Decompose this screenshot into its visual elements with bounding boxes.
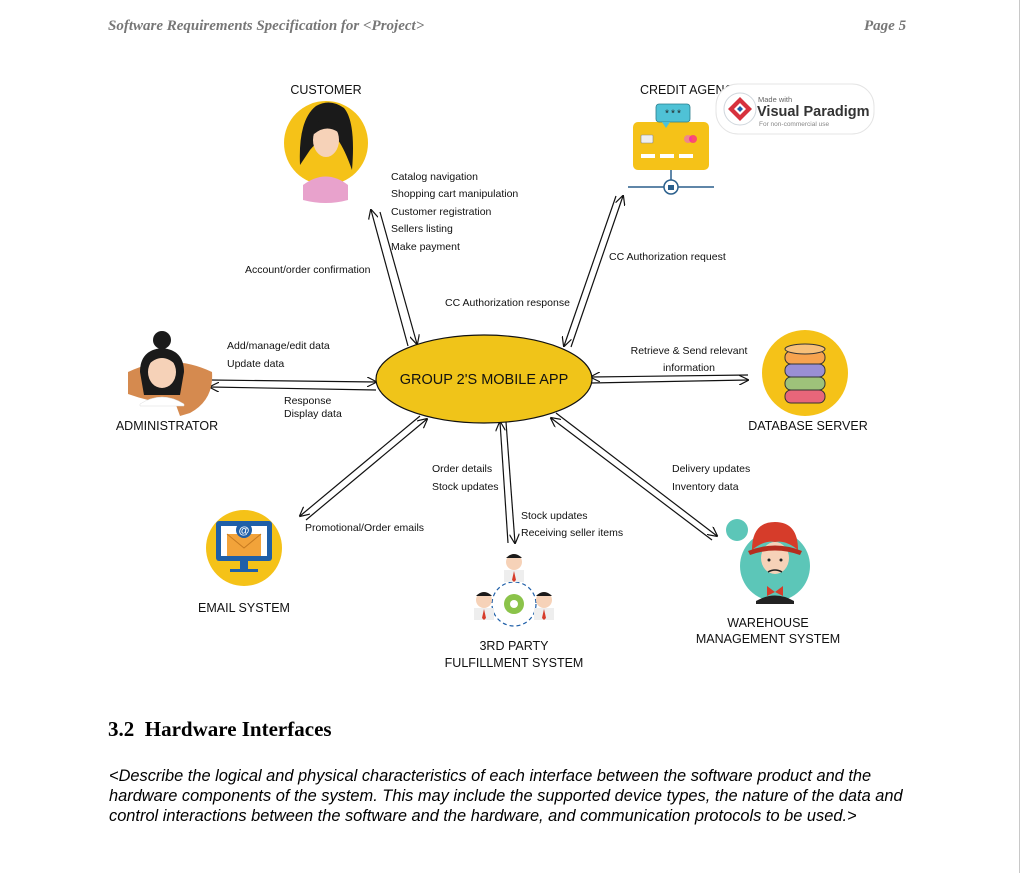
- arrow-app-to-admin: [210, 387, 377, 390]
- flow-make-payment: Make payment: [391, 241, 460, 253]
- customer-icon: [284, 101, 368, 203]
- arrow-app-to-fulfillment: [505, 421, 515, 543]
- watermark-brand: Visual Paradigm: [757, 104, 870, 120]
- section-number: 3.2: [108, 717, 135, 741]
- flow-delivery-updates: Delivery updates: [672, 463, 750, 475]
- watermark-small: Made with: [758, 95, 792, 104]
- arrow-app-to-credit: [570, 196, 623, 348]
- flow-catalog-navigation: Catalog navigation: [391, 171, 478, 183]
- flow-stock-updates-a: Stock updates: [432, 481, 499, 493]
- svg-text:@: @: [239, 525, 250, 537]
- warehouse-label-line1: WAREHOUSE: [727, 616, 809, 630]
- arrow-fulfillment-to-app: [500, 422, 509, 544]
- arrow-email-to-app: [305, 419, 427, 521]
- arrow-credit-to-app: [564, 195, 617, 346]
- flow-shopping-cart: Shopping cart manipulation: [391, 188, 518, 200]
- flow-receiving-seller-items: Receiving seller items: [521, 527, 623, 539]
- flow-display-data: Display data: [284, 408, 342, 420]
- email-system-label: EMAIL SYSTEM: [198, 601, 290, 615]
- flow-customer-registration: Customer registration: [391, 206, 492, 218]
- administrator-icon: [128, 331, 213, 416]
- administrator-label: ADMINISTRATOR: [116, 419, 218, 433]
- customer-label: CUSTOMER: [290, 83, 361, 97]
- card-code: ***: [664, 109, 682, 121]
- flow-promotional-emails: Promotional/Order emails: [305, 522, 424, 534]
- app-ellipse: [375, 334, 593, 424]
- arrow-app-to-warehouse: [555, 412, 717, 536]
- watermark-sub: For non-commercial use: [759, 121, 829, 128]
- arrow-warehouse-to-app: [551, 418, 713, 541]
- section-heading: 3.2 Hardware Interfaces: [108, 717, 332, 742]
- flow-inventory-data: Inventory data: [672, 481, 739, 493]
- arrow-admin-to-app: [209, 380, 376, 382]
- warehouse-icon: [726, 519, 810, 604]
- header-page-number: Page 5: [864, 18, 907, 34]
- visual-paradigm-watermark: Made with Visual Paradigm For non-commer…: [715, 83, 875, 135]
- arrow-customer-to-app: [379, 211, 417, 344]
- flow-order-details: Order details: [432, 463, 492, 475]
- app-label: GROUP 2'S MOBILE APP: [400, 372, 569, 388]
- section-body: <Describe the logical and physical chara…: [109, 767, 903, 825]
- flow-account-confirmation: Account/order confirmation: [245, 264, 371, 276]
- credit-agency-label: CREDIT AGENCY: [640, 83, 743, 97]
- context-diagram: GROUP 2'S MOBILE APP CUSTOMER *** CREDIT…: [116, 83, 875, 670]
- fulfillment-label-line2: FULFILLMENT SYSTEM: [445, 656, 584, 670]
- flow-retrieve-send: Retrieve & Send relevant: [631, 345, 748, 357]
- section-title: Hardware Interfaces: [144, 717, 332, 741]
- fulfillment-label-line1: 3RD PARTY: [479, 639, 549, 653]
- flow-add-manage-edit: Add/manage/edit data: [227, 340, 330, 352]
- arrow-app-to-db: [590, 380, 748, 383]
- flow-sellers-listing: Sellers listing: [391, 223, 453, 235]
- arrow-app-to-customer: [371, 210, 409, 347]
- email-icon: @: [206, 510, 282, 586]
- flow-arrows: [210, 196, 748, 543]
- flow-stock-updates-b: Stock updates: [521, 510, 588, 522]
- flow-information: information: [663, 362, 715, 374]
- warehouse-label-line2: MANAGEMENT SYSTEM: [696, 632, 840, 646]
- header-title: Software Requirements Specification for …: [108, 18, 425, 34]
- flow-cc-response: CC Authorization response: [445, 297, 570, 309]
- arrow-db-to-app: [591, 375, 749, 377]
- flow-cc-request: CC Authorization request: [609, 251, 726, 263]
- arrow-app-to-email: [300, 415, 421, 516]
- database-icon: [762, 330, 848, 416]
- credit-card-icon: ***: [628, 103, 714, 195]
- flow-update-data: Update data: [227, 358, 284, 370]
- database-label: DATABASE SERVER: [748, 419, 867, 433]
- flow-response: Response: [284, 395, 331, 407]
- fulfillment-icon: [474, 554, 554, 627]
